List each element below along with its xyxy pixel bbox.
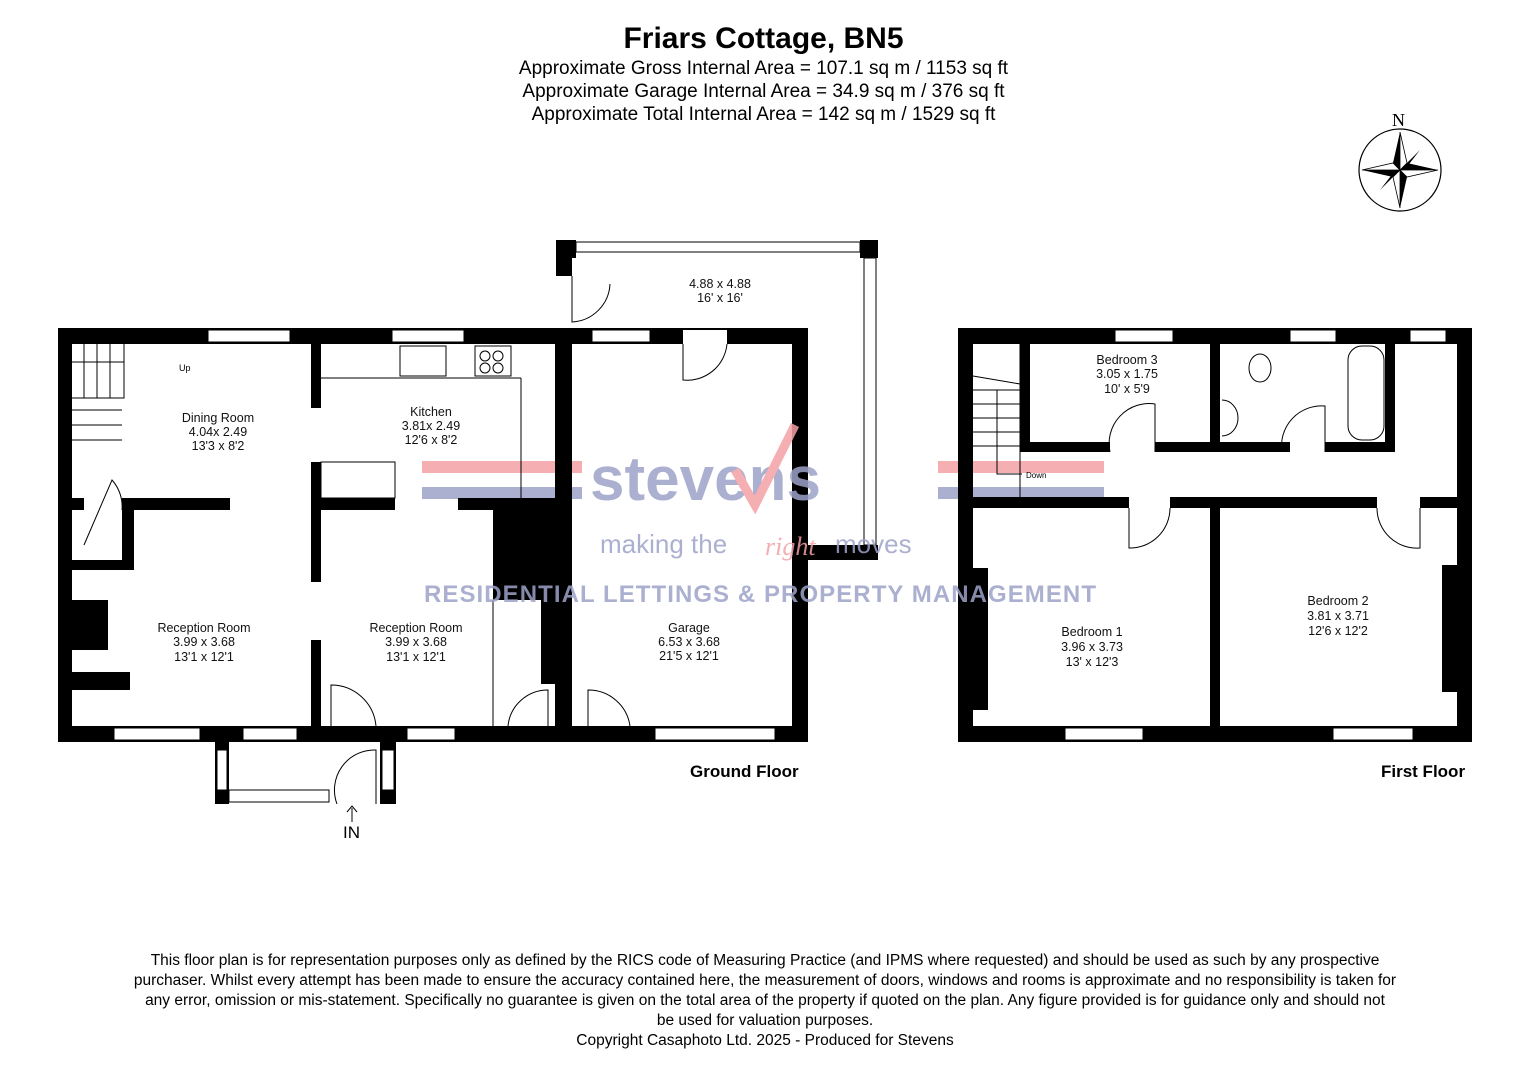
- room-imperial: 13' x 12'3: [1066, 655, 1119, 669]
- watermark-brand: stevens: [590, 445, 821, 514]
- entrance-arrow-icon: [346, 805, 358, 822]
- first-floor-label: First Floor: [1381, 762, 1466, 781]
- room-imperial: 13'1 x 12'1: [386, 650, 446, 664]
- room-imperial: 13'3 x 8'2: [192, 439, 245, 453]
- ground-floor-windows: [113, 241, 877, 803]
- room-metric: 3.99 x 3.68: [385, 635, 447, 649]
- room-imperial: 13'1 x 12'1: [174, 650, 234, 664]
- room-metric: 4.88 x 4.88: [689, 277, 751, 291]
- room-imperial: 10' x 5'9: [1104, 382, 1150, 396]
- watermark-check-icon: [731, 422, 800, 515]
- first-floor-walls: [958, 328, 1472, 742]
- copyright: Copyright Casaphoto Ltd. 2025 - Produced…: [576, 1032, 954, 1049]
- ground-floor-fixtures: [72, 276, 728, 805]
- room-name: Reception Room: [369, 621, 462, 635]
- room-name: Bedroom 1: [1061, 625, 1122, 639]
- room-name: Bedroom 2: [1307, 594, 1368, 608]
- stairs-down-label: Down: [1026, 471, 1046, 480]
- room-name: Dining Room: [182, 411, 254, 425]
- compass-icon: N: [1358, 110, 1442, 212]
- ground-floor-label: Ground Floor: [690, 762, 799, 781]
- watermark-bars: [422, 461, 1104, 499]
- disclaimer-line: This floor plan is for representation pu…: [150, 952, 1380, 969]
- room-imperial: 12'6 x 12'2: [1308, 624, 1368, 638]
- room-name: Bedroom 3: [1096, 353, 1157, 367]
- watermark: stevens making the right moves RESIDENTI…: [424, 422, 1096, 608]
- room-metric: 3.05 x 1.75: [1096, 367, 1158, 381]
- plan-title: Friars Cottage, BN5: [623, 22, 904, 55]
- gross-area: Approximate Gross Internal Area = 107.1 …: [518, 58, 1009, 79]
- entrance-label: IN: [343, 823, 360, 842]
- garage-area: Approximate Garage Internal Area = 34.9 …: [522, 81, 1005, 102]
- room-imperial: 21'5 x 12'1: [659, 649, 719, 663]
- watermark-tagline-c: moves: [835, 529, 912, 559]
- stairs-up-label: Up: [179, 363, 191, 373]
- compass-north-label: N: [1392, 110, 1405, 130]
- disclaimer-line: be used for valuation purposes.: [656, 1012, 874, 1029]
- room-metric: 3.81 x 3.71: [1307, 609, 1369, 623]
- room-labels: Dining Room 4.04x 2.49 13'3 x 8'2 Kitche…: [157, 277, 1369, 842]
- room-name: Reception Room: [157, 621, 250, 635]
- disclaimer-line: any error, omission or mis-statement. Sp…: [145, 992, 1385, 1009]
- room-metric: 4.04x 2.49: [189, 425, 247, 439]
- room-imperial: 16' x 16': [697, 291, 743, 305]
- watermark-tagline-b: right: [765, 532, 816, 561]
- first-floor-fixtures: [972, 344, 1421, 549]
- watermark-tagline-a: making the: [600, 529, 727, 559]
- room-name: Garage: [668, 621, 710, 635]
- room-metric: 6.53 x 3.68: [658, 635, 720, 649]
- room-name: Kitchen: [410, 405, 452, 419]
- disclaimer: This floor plan is for representation pu…: [90, 951, 1440, 1051]
- room-metric: 3.81x 2.49: [402, 419, 460, 433]
- disclaimer-line: purchaser. Whilst every attempt has been…: [133, 972, 1397, 989]
- total-area: Approximate Total Internal Area = 142 sq…: [531, 104, 996, 125]
- first-floor-windows: [1064, 329, 1447, 741]
- room-metric: 3.96 x 3.73: [1061, 640, 1123, 654]
- room-imperial: 12'6 x 8'2: [405, 433, 458, 447]
- ground-floor-walls: [58, 240, 878, 804]
- watermark-subtitle: RESIDENTIAL LETTINGS & PROPERTY MANAGEME…: [424, 581, 1096, 608]
- room-metric: 3.99 x 3.68: [173, 635, 235, 649]
